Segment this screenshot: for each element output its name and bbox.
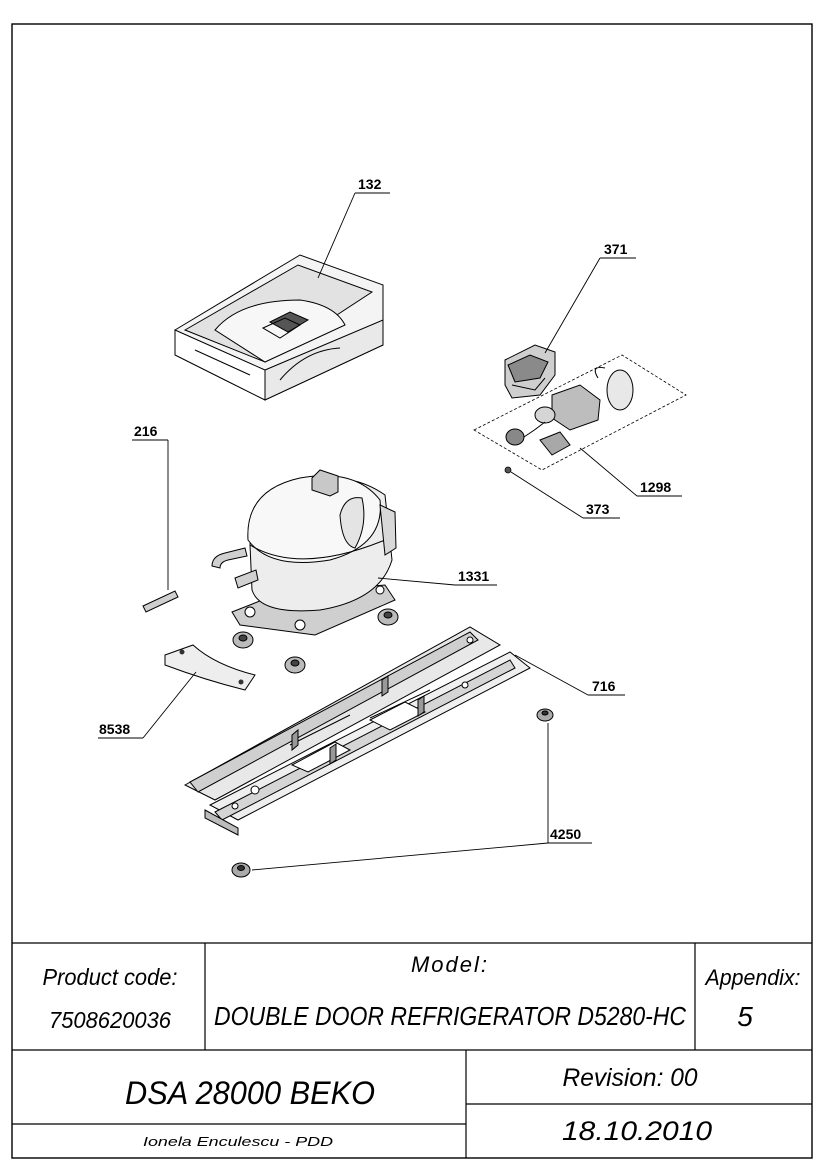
callout-label-8538: 8538	[99, 721, 130, 737]
part-373-screw	[504, 466, 512, 474]
part-132-drip-tray	[174, 254, 384, 401]
callout-371: 371	[544, 241, 636, 354]
model-label: Model:	[411, 952, 489, 977]
callout-label-1331: 1331	[458, 568, 489, 584]
callout-4250: 4250	[251, 723, 592, 871]
callout-label-716: 716	[592, 678, 616, 694]
part-716-mounting-rails	[183, 626, 531, 836]
model-value: DOUBLE DOOR REFRIGERATOR D5280-HC	[214, 1001, 686, 1031]
callout-label-373: 373	[586, 501, 610, 517]
part-1298-electrical-kit	[473, 354, 687, 471]
part-4250-grommets	[231, 708, 554, 878]
drawing-frame	[11, 23, 813, 1159]
author: Ionela Enculescu - PDD	[143, 1134, 333, 1149]
callout-label-1298: 1298	[640, 479, 671, 495]
callout-132: 132	[317, 176, 390, 279]
part-1331-compressor	[211, 469, 397, 636]
callout-8538: 8538	[98, 671, 197, 739]
callout-716: 716	[514, 654, 625, 696]
callout-label-216: 216	[134, 423, 158, 439]
callout-1298: 1298	[579, 447, 682, 497]
callout-216: 216	[132, 423, 169, 590]
callout-373: 373	[510, 471, 620, 519]
drawing-name: DSA 28000 BEKO	[125, 1075, 375, 1111]
part-371-relay-cover	[504, 344, 556, 399]
callout-label-132: 132	[358, 176, 382, 192]
product-code-value: 7508620036	[49, 1007, 171, 1033]
part-8538-plate	[164, 644, 256, 691]
part-216-pin	[142, 590, 179, 613]
appendix-value: 5	[737, 1001, 753, 1032]
title-block	[12, 942, 812, 1158]
callout-label-371: 371	[604, 241, 628, 257]
appendix-label: Appendix:	[704, 965, 801, 990]
callout-1331: 1331	[377, 568, 497, 586]
revision: Revision: 00	[563, 1064, 698, 1092]
compressor-grommets	[232, 608, 399, 674]
callout-label-4250: 4250	[550, 826, 581, 842]
date: 18.10.2010	[562, 1116, 712, 1146]
product-code-label: Product code:	[43, 964, 178, 990]
